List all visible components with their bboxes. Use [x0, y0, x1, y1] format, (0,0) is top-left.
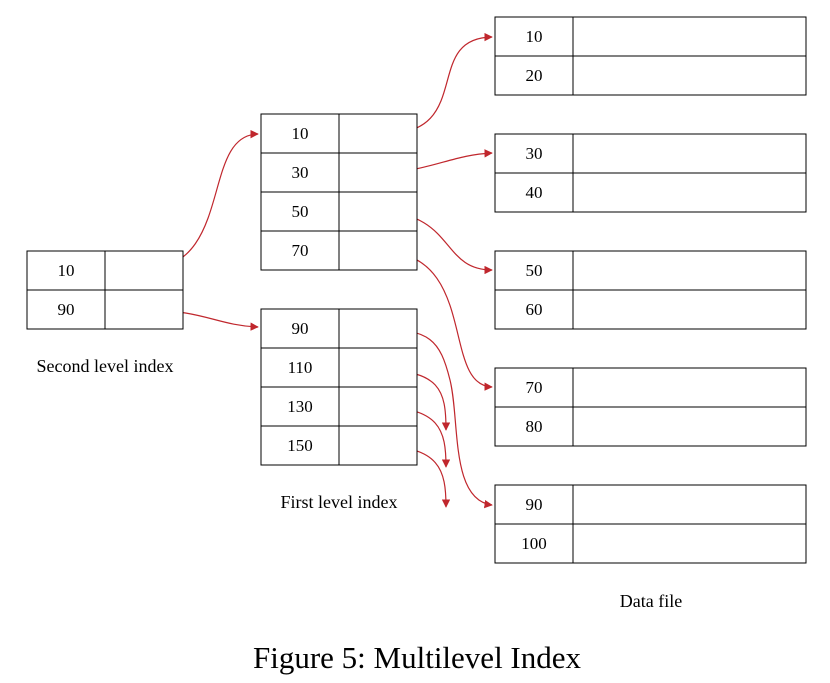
data-key: 60: [526, 300, 543, 319]
data-record-cell: [572, 172, 807, 213]
data-key-cell: [494, 523, 574, 564]
data-key-cell: [494, 250, 574, 291]
data-record-cell: [572, 484, 807, 525]
data-key: 70: [526, 378, 543, 397]
data-key: 90: [526, 495, 543, 514]
data-record-cell: [572, 289, 807, 330]
data-record-cell: [572, 55, 807, 96]
second-level-key-cell: [26, 289, 106, 330]
data-key: 40: [526, 183, 543, 202]
data-key-cell: [494, 406, 574, 447]
figure-caption: Figure 5: Multilevel Index: [253, 640, 582, 675]
second-level-key: 90: [58, 300, 75, 319]
first-level-label: First level index: [281, 492, 398, 512]
data-key: 50: [526, 261, 543, 280]
second-level-label: Second level index: [37, 356, 174, 376]
data-file-label: Data file: [620, 591, 682, 611]
data-block-5: 90 100: [494, 484, 807, 564]
first-level-pointer-cell: [338, 425, 418, 466]
data-record-cell: [572, 523, 807, 564]
data-record-cell: [572, 250, 807, 291]
second-level-pointer-cell: [104, 289, 184, 330]
data-key: 100: [521, 534, 547, 553]
data-block-4: 70 80: [494, 367, 807, 447]
data-block-2: 30 40: [494, 133, 807, 213]
first-level-pointer-cell: [338, 308, 418, 349]
data-block-1: 10 20: [494, 16, 807, 96]
arrow-second-to-first-block-1: [143, 129, 259, 271]
data-key: 30: [526, 144, 543, 163]
second-level-pointer-cell: [104, 250, 184, 291]
first-level-pointer-cell: [338, 152, 418, 193]
data-key-cell: [494, 289, 574, 330]
data-record-cell: [572, 133, 807, 174]
first-level-key: 90: [292, 319, 309, 338]
data-record-cell: [572, 16, 807, 57]
first-level-block-2: 90 110 130 150 First level index: [260, 308, 418, 512]
first-level-pointer-cell: [338, 386, 418, 427]
first-level-key: 110: [288, 358, 313, 377]
first-level-key-cell: [260, 425, 340, 466]
data-record-cell: [572, 367, 807, 408]
first-level-key: 70: [292, 241, 309, 260]
data-key-cell: [494, 55, 574, 96]
first-level-key-cell: [260, 191, 340, 232]
first-level-key-cell: [260, 386, 340, 427]
data-record-cell: [572, 406, 807, 447]
data-key-cell: [494, 133, 574, 174]
data-key-cell: [494, 172, 574, 213]
first-level-key: 50: [292, 202, 309, 221]
first-level-pointer-cell: [338, 191, 418, 232]
data-file: 10 20 30 40 50 60 70 80: [494, 16, 807, 611]
data-block-3: 50 60: [494, 250, 807, 330]
first-level-pointer-cell: [338, 113, 418, 154]
first-level-key-cell: [260, 308, 340, 349]
first-level-key: 30: [292, 163, 309, 182]
first-level-key-cell: [260, 230, 340, 271]
data-key: 80: [526, 417, 543, 436]
first-level-block-1: 10 30 50 70: [260, 113, 418, 271]
first-level-pointer-cell: [338, 347, 418, 388]
first-level-key: 10: [292, 124, 309, 143]
first-level-key: 150: [287, 436, 313, 455]
second-level-index: 10 90 Second level index: [26, 250, 184, 376]
second-level-key: 10: [58, 261, 75, 280]
first-level-pointer-cell: [338, 230, 418, 271]
first-level-key-cell: [260, 152, 340, 193]
data-key: 10: [526, 27, 543, 46]
data-key: 20: [526, 66, 543, 85]
first-level-key: 130: [287, 397, 313, 416]
data-key-cell: [494, 484, 574, 525]
